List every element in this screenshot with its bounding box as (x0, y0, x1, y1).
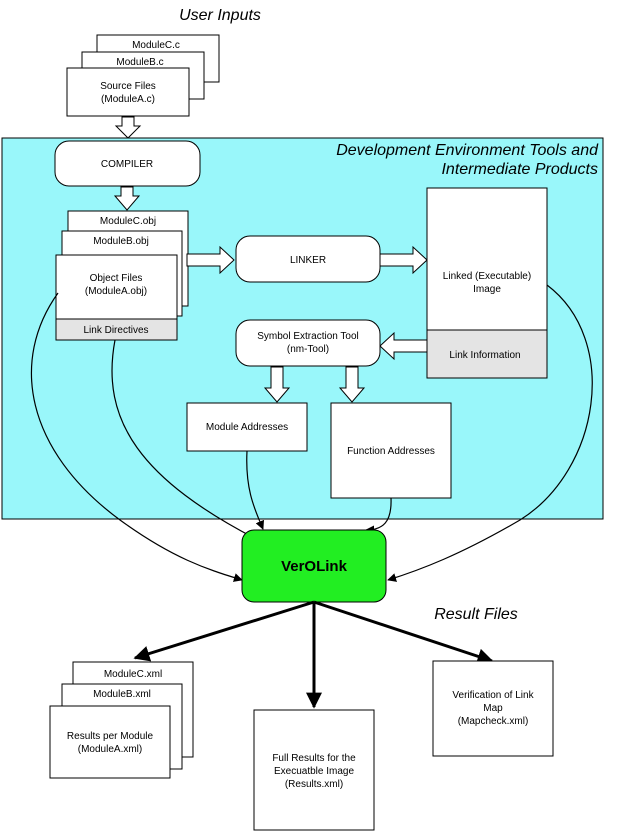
verification-label-line1: Verification of Link (452, 690, 534, 701)
compiler-to-objects-arrow (113, 186, 141, 211)
compiler-box (54, 140, 201, 187)
source-files-label: Source Files (100, 81, 156, 92)
full-results-label-line1: Full Results for the (272, 753, 356, 764)
source-files-stack: ModuleC.c ModuleB.c Source Files (Module… (66, 34, 220, 117)
symbol-tool-label-line2: (nm-Tool) (287, 344, 329, 355)
symbol-extraction-tool-box (235, 319, 381, 367)
linker-to-image-arrow (379, 245, 428, 275)
image-to-symbol-tool-arrow (379, 331, 428, 361)
results-per-module-file: (ModuleA.xml) (78, 744, 142, 755)
module-addresses-box (186, 402, 308, 452)
verolink-to-per-module-arrow (133, 600, 315, 662)
module-b-obj-label: ModuleB.obj (93, 236, 149, 247)
verification-box (432, 660, 554, 757)
dev-env-title-line1: Development Environment Tools and (336, 142, 599, 159)
linked-image-label-line2: Image (473, 284, 501, 295)
objects-to-linker-arrow (186, 245, 235, 275)
dev-env-title-line2: Intermediate Products (441, 161, 598, 178)
module-b-source-label: ModuleB.c (116, 57, 163, 68)
module-c-source-label: ModuleC.c (132, 40, 180, 51)
symbol-to-module-addresses-arrow (263, 366, 291, 403)
linker-label: LINKER (290, 255, 326, 266)
linked-image-label-line1: Linked (Executable) (443, 271, 531, 282)
function-addresses-label: Function Addresses (347, 446, 435, 457)
link-information-label: Link Information (449, 350, 520, 361)
full-results-label-line2: Execuatble Image (274, 766, 354, 777)
source-to-compiler-arrow (114, 116, 142, 139)
object-files-label: Object Files (90, 273, 143, 284)
results-per-module-stack: ModuleC.xml ModuleB.xml Results per Modu… (49, 661, 194, 779)
verolink-label: VerOLink (281, 558, 348, 575)
object-files-stack: ModuleC.obj ModuleB.obj Object Files (Mo… (55, 210, 189, 341)
module-c-xml-label: ModuleC.xml (104, 669, 162, 680)
object-files-module: (ModuleA.obj) (85, 286, 147, 297)
verolink-to-verification-arrow (313, 600, 494, 665)
verification-label-line3: (Mapcheck.xml) (458, 716, 529, 727)
symbol-tool-label-line1: Symbol Extraction Tool (257, 331, 359, 342)
function-addresses-box (330, 402, 452, 499)
source-files-card (66, 67, 190, 117)
image-to-verolink-connector (387, 284, 593, 582)
full-results-box (253, 709, 375, 831)
results-per-module-label: Results per Module (67, 731, 154, 742)
link-information-band (426, 329, 548, 379)
full-results-label-line3: (Results.xml) (285, 779, 343, 790)
verification-label-line2: Map (483, 703, 503, 714)
link-directives-to-verolink-connector (111, 339, 263, 543)
source-files-module: (ModuleA.c) (101, 94, 155, 105)
module-b-xml-label: ModuleB.xml (93, 689, 151, 700)
object-files-card (55, 254, 178, 320)
link-directives-label: Link Directives (83, 325, 148, 336)
result-files-title: Result Files (434, 606, 518, 623)
module-c-obj-label: ModuleC.obj (100, 216, 156, 227)
module-addresses-label: Module Addresses (206, 422, 288, 433)
object-files-to-verolink-connector (30, 292, 243, 582)
link-directives-band (55, 318, 178, 341)
user-inputs-title: User Inputs (179, 7, 261, 24)
linked-image-box (426, 187, 548, 331)
symbol-to-function-addresses-arrow (338, 366, 366, 403)
compiler-label: COMPILER (101, 159, 153, 170)
results-per-module-card (49, 705, 171, 779)
module-addresses-to-verolink-connector (246, 450, 265, 530)
